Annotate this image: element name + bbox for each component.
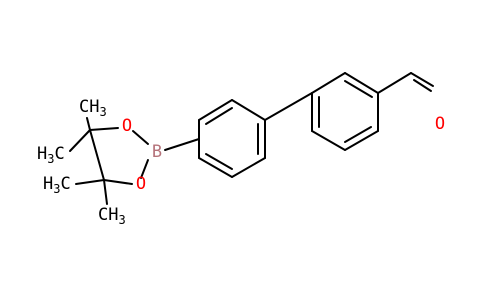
bond (231, 99, 266, 121)
oxygen-bottom-label: O (136, 174, 146, 194)
carbon-boron-bond (164, 138, 200, 151)
bond (198, 157, 233, 178)
bond (344, 130, 379, 151)
methyl-bottom-label: CH3 (98, 205, 126, 227)
bond (69, 129, 91, 152)
bond (344, 72, 379, 94)
bond (198, 99, 233, 121)
methyl-groups: CH3 H3C H3C CH3 (37, 97, 126, 227)
bond (75, 179, 105, 185)
methyl-top-label: CH3 (79, 97, 107, 119)
double-bond-inner (205, 107, 233, 125)
bond (311, 72, 346, 94)
double-bond-inner (344, 80, 373, 98)
double-bond (413, 79, 432, 92)
bond (89, 127, 119, 131)
biaryl-bond (264, 92, 313, 121)
bond (86, 117, 91, 131)
dioxaborolane-ring: B O O (89, 116, 162, 194)
methyl-left-upper-label: H3C (37, 144, 65, 166)
bond (311, 130, 346, 151)
boron-label: B (152, 142, 162, 162)
oxygen-top-label: O (122, 116, 132, 136)
methyl-left-lower-label: H3C (43, 174, 71, 196)
double-bond-inner (344, 126, 372, 143)
benzene-ring-middle (198, 99, 266, 178)
bond (89, 129, 105, 181)
oxygen-aldehyde-label: O (435, 114, 445, 134)
bond (132, 130, 149, 145)
benzene-ring-right (311, 72, 379, 151)
aldehyde-group: O (377, 72, 445, 134)
double-bond-inner (205, 153, 233, 170)
bond (410, 72, 434, 87)
bond (231, 157, 266, 178)
bond (377, 72, 412, 94)
bond (140, 159, 149, 179)
bond (103, 179, 133, 185)
bond (103, 179, 108, 205)
